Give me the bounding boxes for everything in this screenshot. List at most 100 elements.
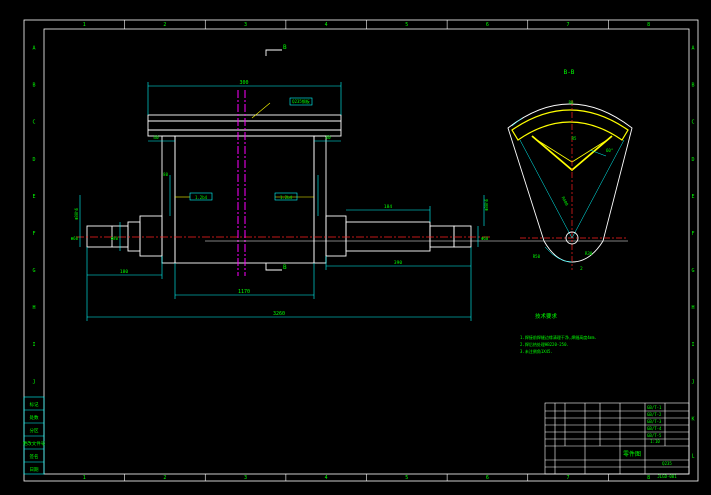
dim-right-end-dia: Φ60: [481, 236, 489, 241]
title-block: [544, 402, 690, 475]
dim-left-shaft-dia: Φ80: [111, 236, 119, 241]
row-marker-left-F: F: [32, 231, 35, 237]
row-marker-right-G: G: [691, 268, 694, 274]
section-dim-top: R0: [569, 100, 574, 105]
fan-rim-hatched: [511, 109, 629, 141]
inner-border: [43, 28, 690, 475]
dim-flange-left: 40: [153, 135, 159, 141]
weld-leaders: [175, 97, 314, 201]
dim-left-step: 180: [120, 269, 128, 275]
title-block-main: 零件图 1:10 Q235 JLGD-001: [623, 439, 677, 479]
row-marker-right-L: L: [691, 453, 694, 459]
row-marker-right-E: E: [691, 194, 694, 200]
dim-top-width: 300: [239, 80, 248, 86]
column-marker-bottom-4: 4: [325, 475, 328, 481]
column-marker-top-2: 2: [163, 22, 166, 28]
technical-requirements: 技术要求 1.焊接前焊缝边缘清理干净,焊缝高度4mm. 2.焊后热处理HB220…: [520, 312, 597, 354]
row-marker-left-J: J: [32, 379, 35, 385]
title-block-cell: GB/T-1: [647, 405, 662, 410]
title-block-cell: GB/T-4: [647, 426, 662, 431]
row-marker-left-H: H: [32, 305, 35, 311]
dim-flange-right: 40: [325, 135, 331, 141]
column-marker-top-3: 3: [244, 22, 247, 28]
title-block-cells: GB/T-1GB/T-2GB/T-3GB/T-4GB/T-5: [647, 405, 662, 438]
section-marker-b: [265, 49, 282, 271]
row-marker-left-B: B: [32, 83, 35, 89]
section-dim-bottom-label: 2: [580, 266, 583, 272]
dimension-lines: [79, 82, 485, 321]
dim-total-length: 3260: [273, 311, 285, 317]
column-marker-top-7: 7: [567, 22, 570, 28]
left-revision-table: [23, 396, 45, 475]
right-side-plate: [313, 135, 327, 264]
left-collar: [127, 221, 141, 252]
row-marker-right-C: C: [691, 120, 694, 126]
column-marker-top-6: 6: [486, 22, 489, 28]
title-block-material: Q235: [662, 461, 672, 466]
tech-req-line-0: 1.焊接前焊缝边缘清理干净,焊缝高度4mm.: [520, 334, 597, 340]
title-block-cell: GB/T-3: [647, 419, 662, 424]
dim-right-tolerance: Φ80h6: [484, 198, 489, 211]
column-marker-top-1: 1: [83, 22, 86, 28]
title-block-scale: 1:10: [650, 439, 660, 444]
column-marker-top-8: 8: [647, 22, 650, 28]
section-marker-top-label: B: [283, 44, 287, 51]
section-dim-angle: 60°: [606, 148, 613, 153]
row-marker-right-H: H: [691, 305, 694, 311]
left-table-cell-2: 分区: [30, 427, 39, 434]
left-shaft: [86, 225, 129, 248]
left-table-cell-5: 日期: [30, 467, 39, 473]
section-dim-radius: R400: [561, 196, 570, 207]
outer-border: [23, 19, 699, 482]
dim-right-keyway: 184: [384, 204, 392, 210]
section-dim-inner: R5: [572, 136, 577, 141]
row-marker-left-I: I: [32, 342, 35, 348]
weld-mid-label: 1.2b4: [280, 195, 293, 200]
fan-outline: [507, 103, 633, 263]
tech-req-line-2: 3.未注倒角1X45.: [520, 348, 553, 354]
right-shaft-step: [429, 225, 455, 248]
right-shaft-end: [453, 225, 472, 248]
title-block-name: 零件图: [623, 450, 641, 458]
column-marker-bottom-6: 6: [486, 475, 489, 481]
row-marker-left-C: C: [32, 120, 35, 126]
column-marker-bottom-5: 5: [405, 475, 408, 481]
column-marker-bottom-1: 1: [83, 475, 86, 481]
column-marker-top-4: 4: [325, 22, 328, 28]
tech-req-title: 技术要求: [535, 312, 558, 320]
left-side-plate: [161, 135, 176, 264]
column-marker-bottom-7: 7: [567, 475, 570, 481]
drawing-frame: [23, 19, 699, 482]
column-marker-bottom-2: 2: [163, 475, 166, 481]
section-dim-labels: R0 R5 R400 60° R30 R50 2: [533, 100, 613, 272]
row-marker-left-G: G: [32, 268, 35, 274]
column-zone-markers-top: 1 2 3 4 5 6 7 8: [83, 20, 650, 29]
title-block-cell: GB/T-2: [647, 412, 662, 417]
plate-note: Q235钢板: [292, 98, 310, 104]
section-marker-bottom-label: B: [283, 264, 287, 271]
row-marker-right-B: B: [691, 83, 694, 89]
row-marker-right-K: K: [691, 416, 694, 422]
radius-line-left: [519, 139, 573, 239]
radius-line-right: [571, 139, 625, 239]
section-view-title: B-B: [564, 69, 575, 76]
right-shaft-mid: [345, 221, 431, 252]
title-block-cell: GB/T-5: [647, 433, 662, 438]
left-revision-labels: 标记 处数 分区 更改文件号 签名 日期: [23, 401, 46, 473]
column-marker-top-5: 5: [405, 22, 408, 28]
section-dim-left-r: R50: [533, 254, 541, 259]
hub-circle: [565, 231, 579, 245]
dim-left-tolerance: Φ80h6: [74, 207, 79, 220]
tech-req-line-1: 2.焊后热处理HB220-250.: [520, 341, 569, 347]
left-table-cell-3: 更改文件号: [23, 440, 46, 447]
row-marker-left-E: E: [32, 194, 35, 200]
side-dim-label: 80: [163, 172, 168, 177]
left-hub: [139, 215, 163, 257]
row-marker-right-J: J: [691, 379, 694, 385]
row-marker-right-I: I: [691, 342, 694, 348]
